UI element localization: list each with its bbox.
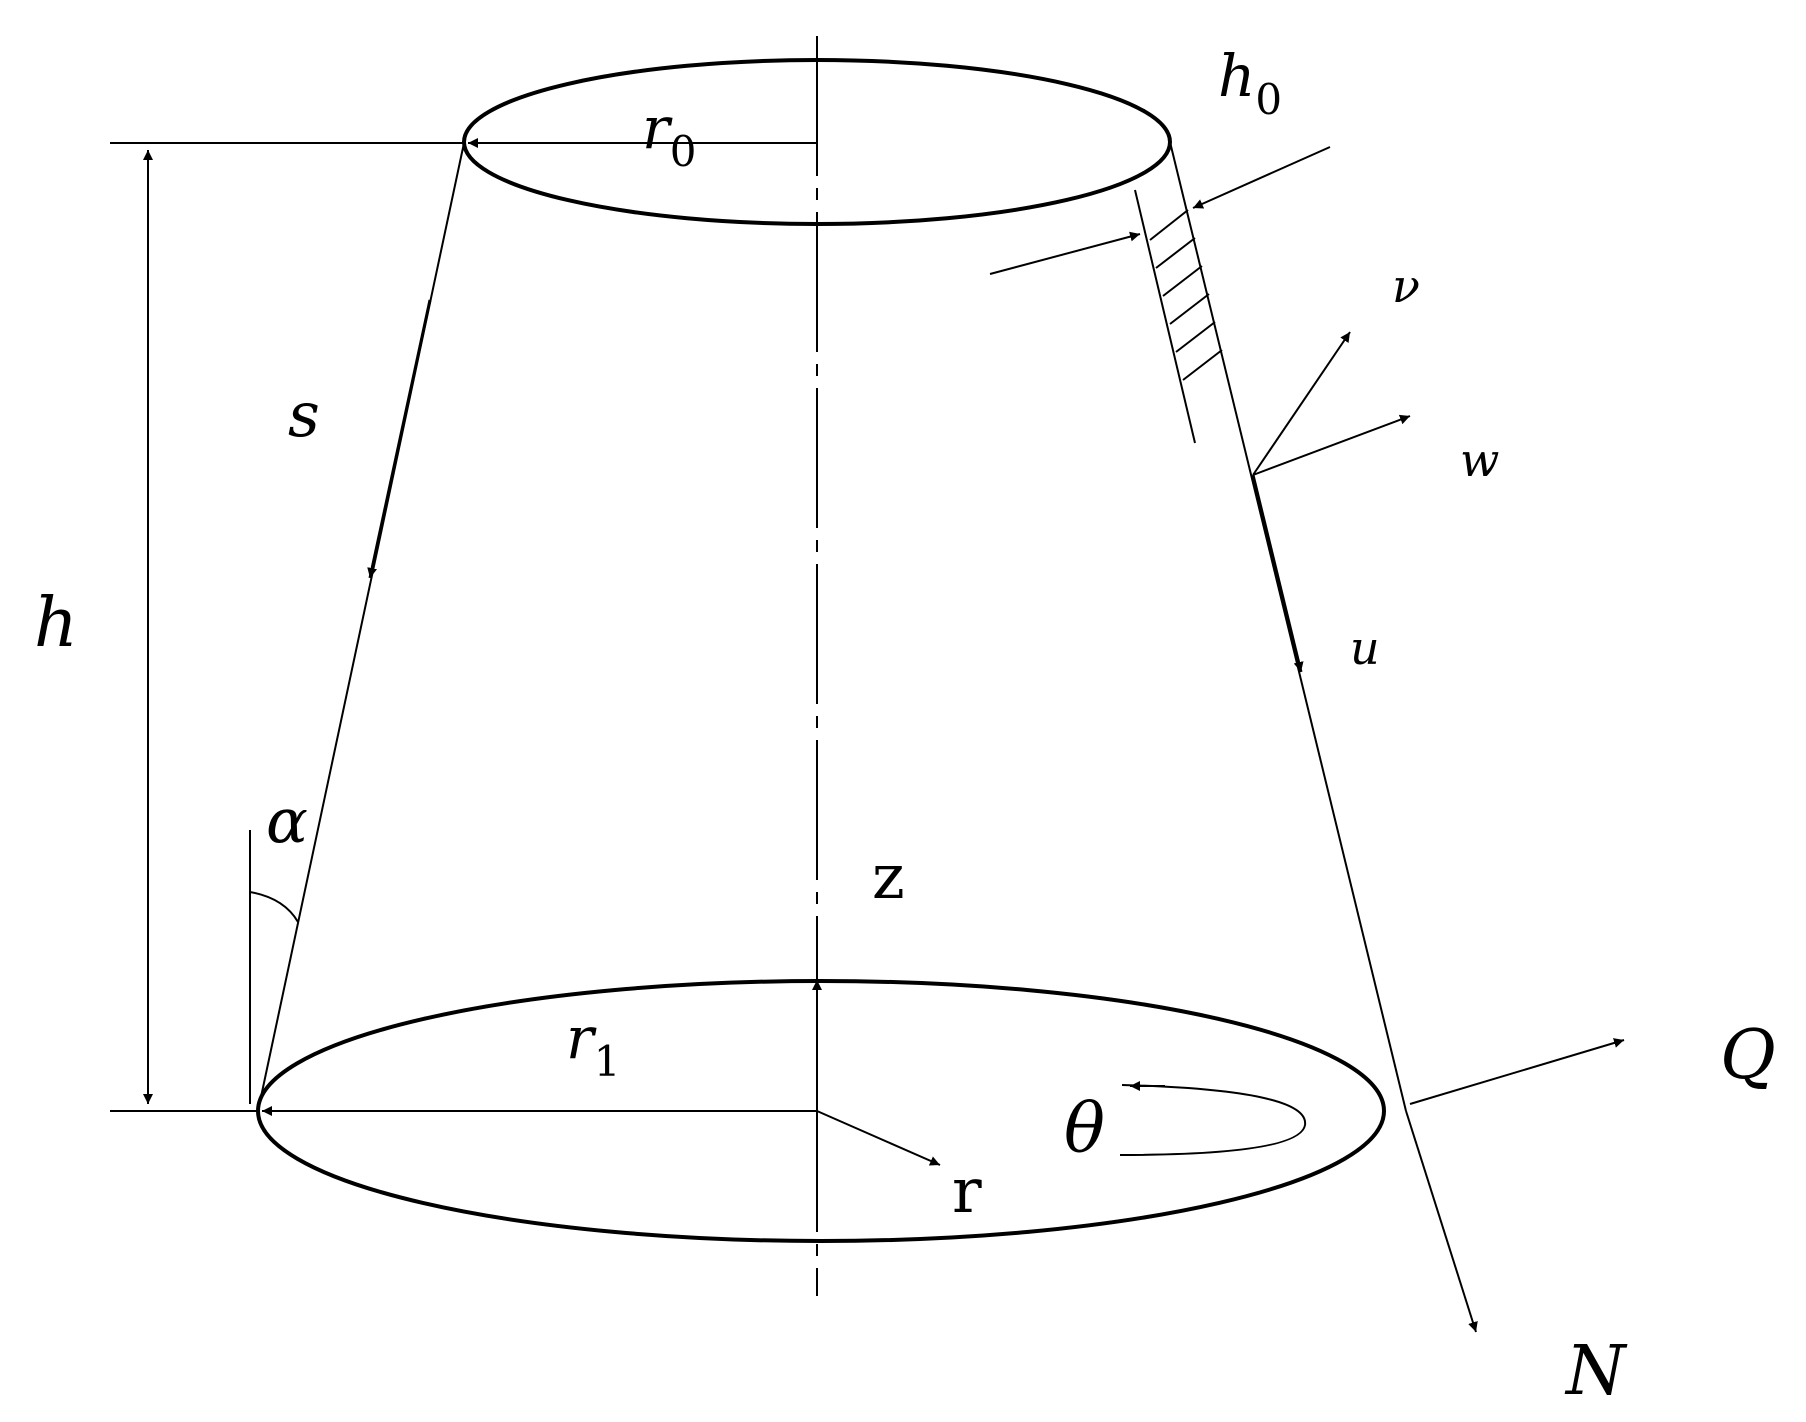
s-label: s: [288, 378, 320, 451]
theta-label: θ: [1064, 1090, 1105, 1169]
w-label: w: [1460, 433, 1499, 487]
h0-label: h0: [1218, 42, 1282, 124]
r0-label: r0: [642, 94, 696, 176]
v-arrow: [1252, 331, 1351, 476]
left-generator: [257, 142, 465, 1112]
z-label: z: [872, 840, 905, 913]
wall-hatching: [1149, 209, 1223, 381]
q-label: Q: [1720, 1016, 1776, 1095]
u-arrow: [1251, 474, 1304, 673]
u-label: u: [1350, 621, 1380, 675]
h0-inner-arrow: [989, 231, 1141, 275]
n-label: N: [1564, 1332, 1628, 1411]
q-arrow: [1409, 1038, 1625, 1105]
n-arrow: [1405, 1110, 1478, 1333]
theta-rotation-arc: [1119, 1084, 1307, 1156]
r1-label: r1: [566, 1004, 620, 1086]
alpha-arc: [249, 891, 299, 923]
wall-inner-line: [1134, 189, 1196, 444]
s-arrow: [367, 299, 432, 579]
right-generator: [1169, 141, 1407, 1112]
alpha-label: α: [266, 784, 308, 857]
w-arrow: [1252, 414, 1411, 476]
h-label: h: [34, 584, 78, 663]
r-label: r: [952, 1154, 982, 1227]
h0-outer-arrow: [1192, 146, 1331, 209]
r-direction-arrow: [816, 1110, 941, 1166]
v-label: ν: [1392, 259, 1420, 313]
